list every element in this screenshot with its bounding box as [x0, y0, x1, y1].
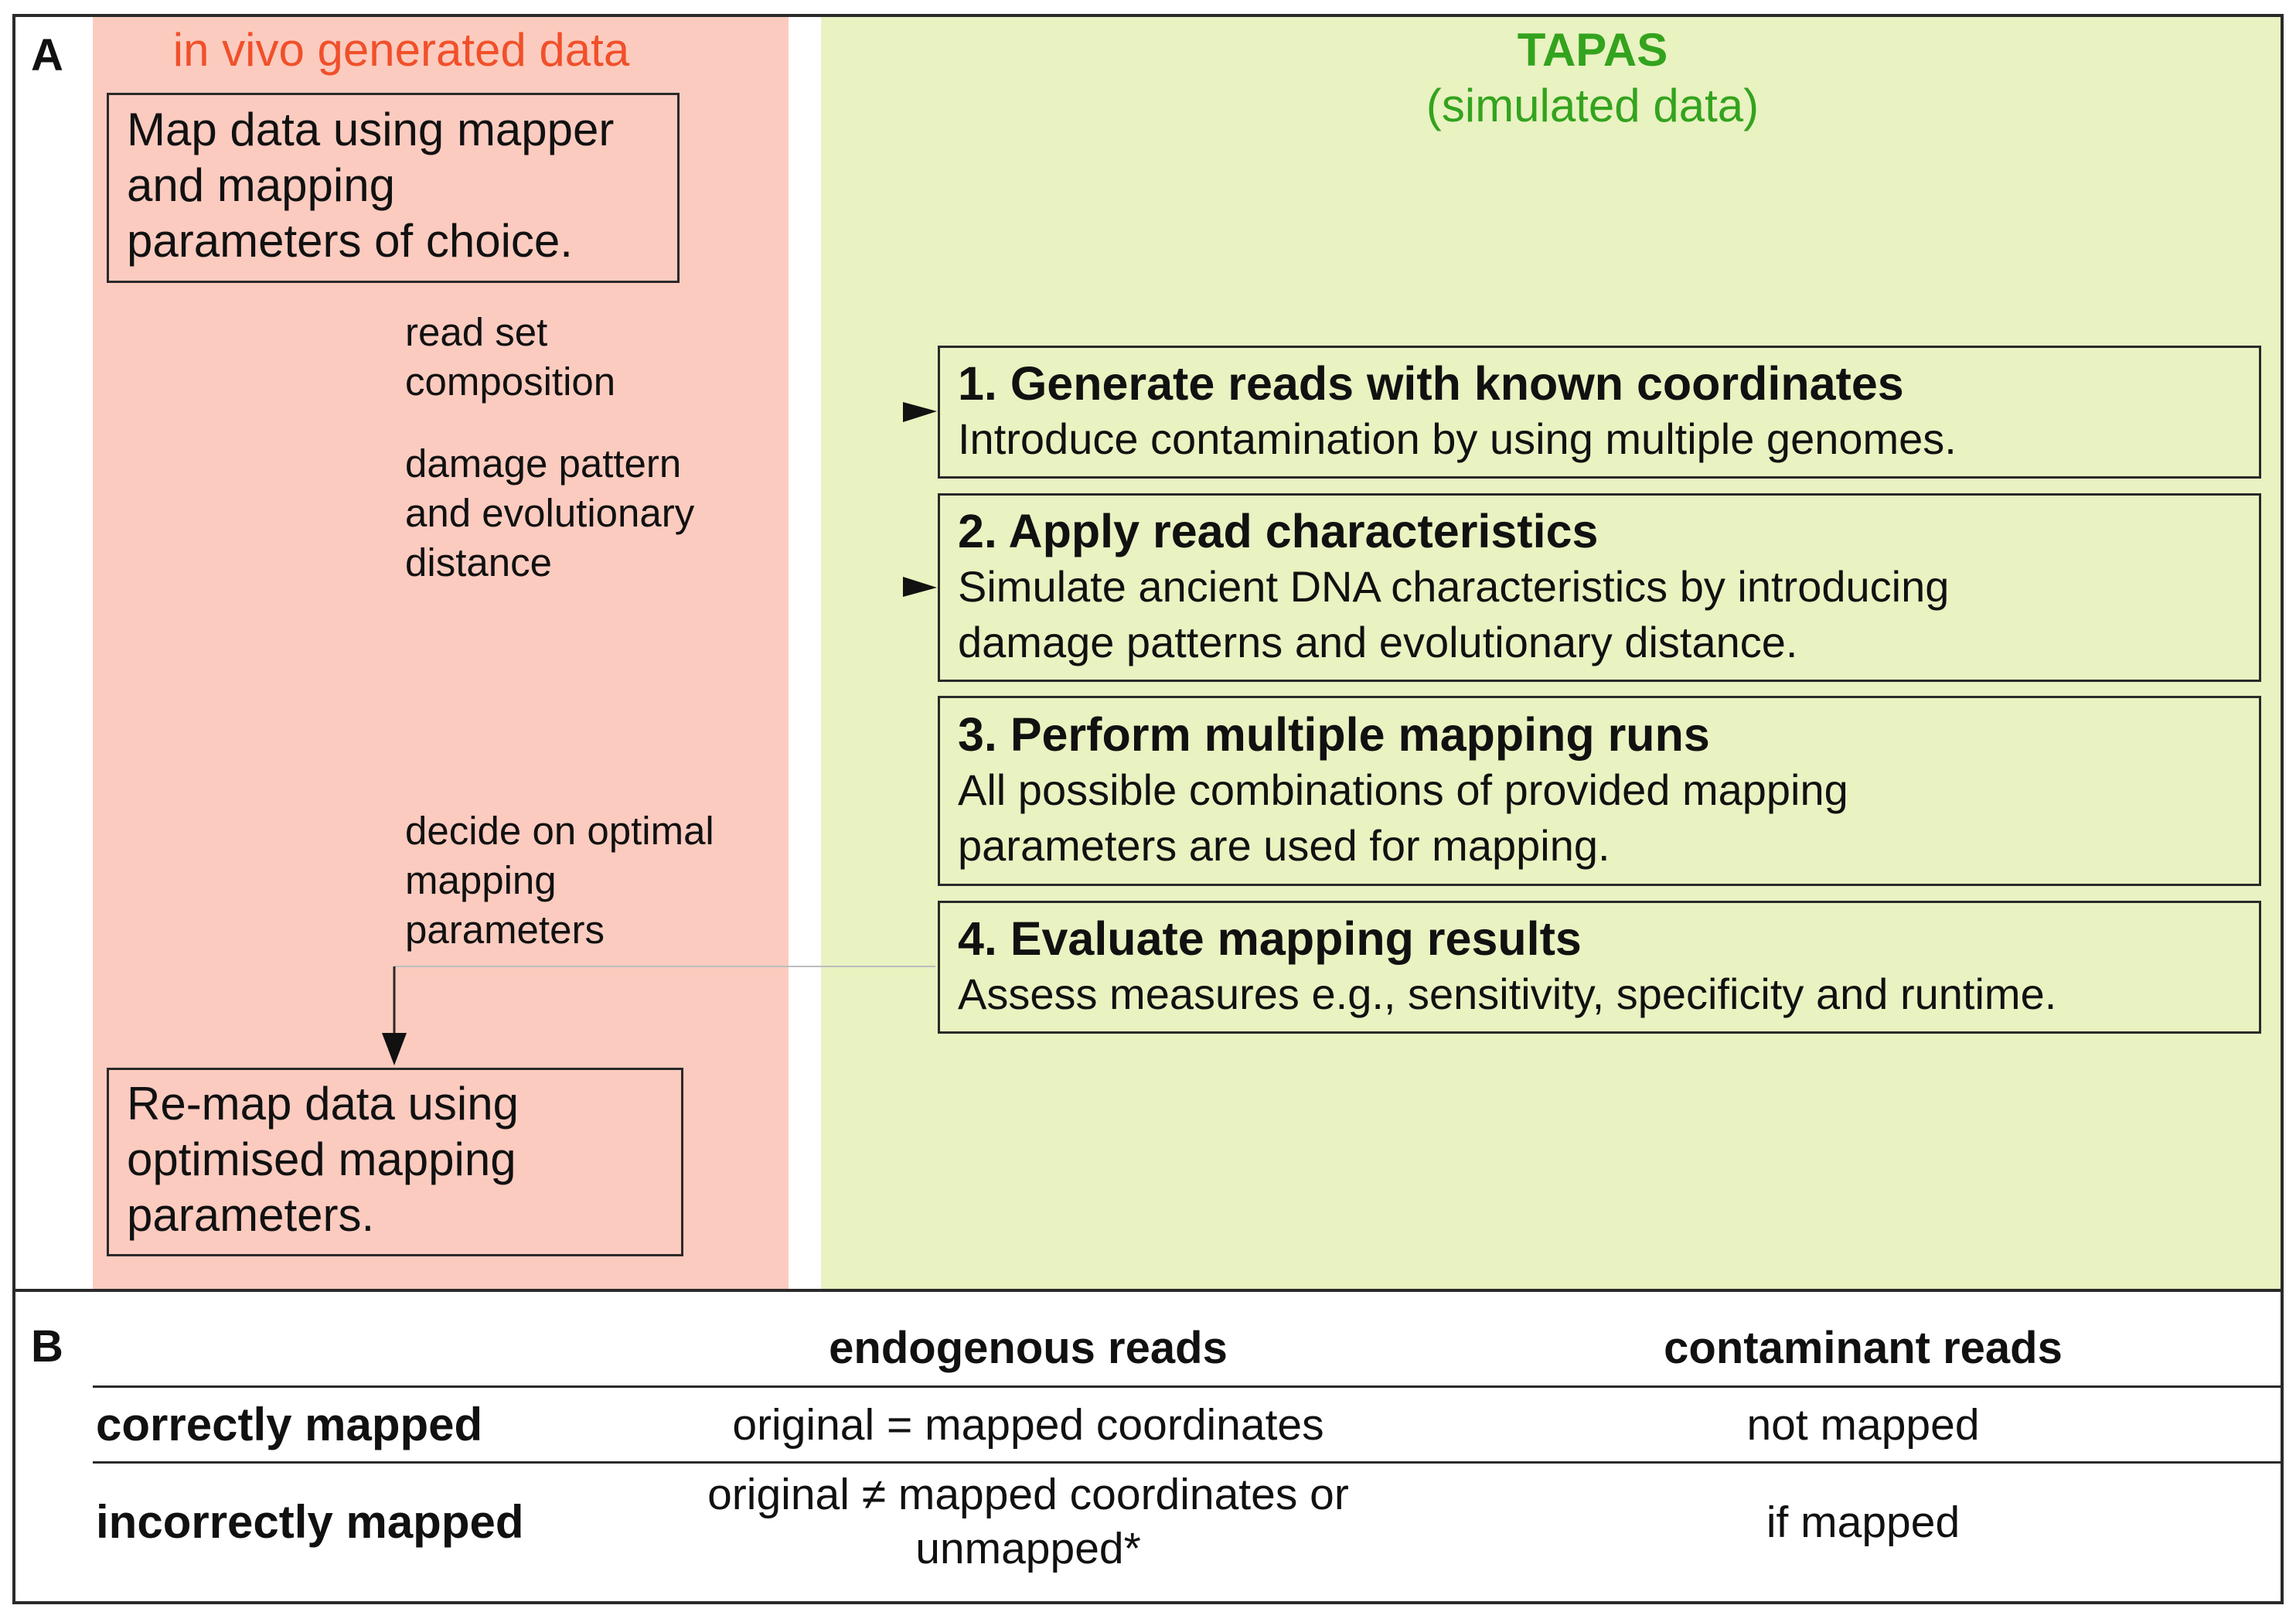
step-1-box [938, 346, 2261, 479]
table-rule [93, 1385, 2282, 1388]
damage-label: damage pattern and evolutionary distance [405, 439, 694, 588]
cell-line: unmapped* [915, 1524, 1141, 1573]
cell-correct-endogenous: original = mapped coordinates [564, 1398, 1492, 1452]
decide-label: decide on optimal mapping parameters [405, 806, 714, 955]
decide-line: parameters [405, 908, 605, 952]
cell-incorrect-endogenous: original ≠ mapped coordinates or unmappe… [564, 1467, 1492, 1576]
panel-b-frame [12, 1289, 2284, 1604]
step-4-box [938, 901, 2261, 1034]
map-data-line: parameters of choice. [127, 215, 573, 267]
remap-line: optimised mapping [127, 1133, 516, 1185]
step-1-text: 1. Generate reads with known coordinates… [958, 356, 1957, 467]
step-2-text: 2. Apply read characteristics Simulate a… [958, 503, 1949, 670]
read-set-label: read set composition [405, 308, 615, 407]
read-set-line: read set [405, 310, 548, 354]
panel-a-letter: A [31, 30, 63, 80]
remap-data-box [107, 1068, 683, 1256]
step-1-desc: Introduce contamination by using multipl… [958, 414, 1957, 463]
damage-line: distance [405, 540, 552, 584]
map-data-line: and mapping [127, 159, 395, 211]
step-2-desc: damage patterns and evolutionary distanc… [958, 618, 1798, 666]
step-3-text: 3. Perform multiple mapping runs All pos… [958, 707, 1848, 874]
row-label-correct: correctly mapped [96, 1399, 483, 1450]
remap-line: parameters. [127, 1189, 375, 1241]
down-arrow-icon [382, 1033, 407, 1065]
step-1-title: 1. Generate reads with known coordinates [958, 357, 1904, 410]
step-2-desc: Simulate ancient DNA characteristics by … [958, 562, 1950, 611]
tapas-title: TAPAS [1517, 24, 1668, 76]
decide-line: mapping [405, 858, 557, 902]
cell-line: original = mapped coordinates [732, 1400, 1324, 1450]
step-4-text: 4. Evaluate mapping results Assess measu… [958, 911, 2056, 1022]
cell-incorrect-contaminant: if mapped [1766, 1498, 1960, 1547]
step-3-box [938, 696, 2261, 886]
cell-line: original ≠ mapped coordinates or [707, 1470, 1349, 1519]
header-contaminant: contaminant reads [1664, 1323, 2063, 1373]
cell-correct-contaminant: not mapped [1746, 1400, 1980, 1450]
step-3-title: 3. Perform multiple mapping runs [958, 708, 1710, 761]
tapas-column [821, 17, 2281, 1289]
step-4-title: 4. Evaluate mapping results [958, 912, 1582, 965]
damage-line: damage pattern [405, 441, 682, 486]
step-3-desc: All possible combinations of provided ma… [958, 765, 1848, 814]
header-endogenous: endogenous reads [829, 1323, 1228, 1373]
step-4-desc: Assess measures e.g., sensitivity, speci… [958, 970, 2057, 1018]
damage-line: and evolutionary [405, 491, 695, 535]
map-data-box [107, 93, 680, 283]
read-set-line: composition [405, 360, 616, 404]
row-label-incorrect: incorrectly mapped [96, 1496, 524, 1548]
step-2-box [938, 493, 2261, 682]
table-rule [93, 1461, 2282, 1464]
tapas-subtitle: (simulated data) [1426, 80, 1759, 131]
map-data-line: Map data using mapper [127, 104, 615, 155]
in-vivo-column [93, 17, 789, 1289]
step-3-desc: parameters are used for mapping. [958, 821, 1610, 870]
in-vivo-title: in vivo generated data [172, 24, 630, 76]
panel-b-letter: B [31, 1321, 63, 1372]
right-arrow-icon [903, 577, 937, 597]
decide-line: decide on optimal [405, 809, 714, 853]
right-arrow-icon [903, 402, 937, 422]
remap-line: Re-map data using [127, 1078, 519, 1130]
remap-data-text: Re-map data using optimised mapping para… [127, 1076, 519, 1243]
map-data-text: Map data using mapper and mapping parame… [127, 102, 614, 269]
step-2-title: 2. Apply read characteristics [958, 505, 1599, 557]
